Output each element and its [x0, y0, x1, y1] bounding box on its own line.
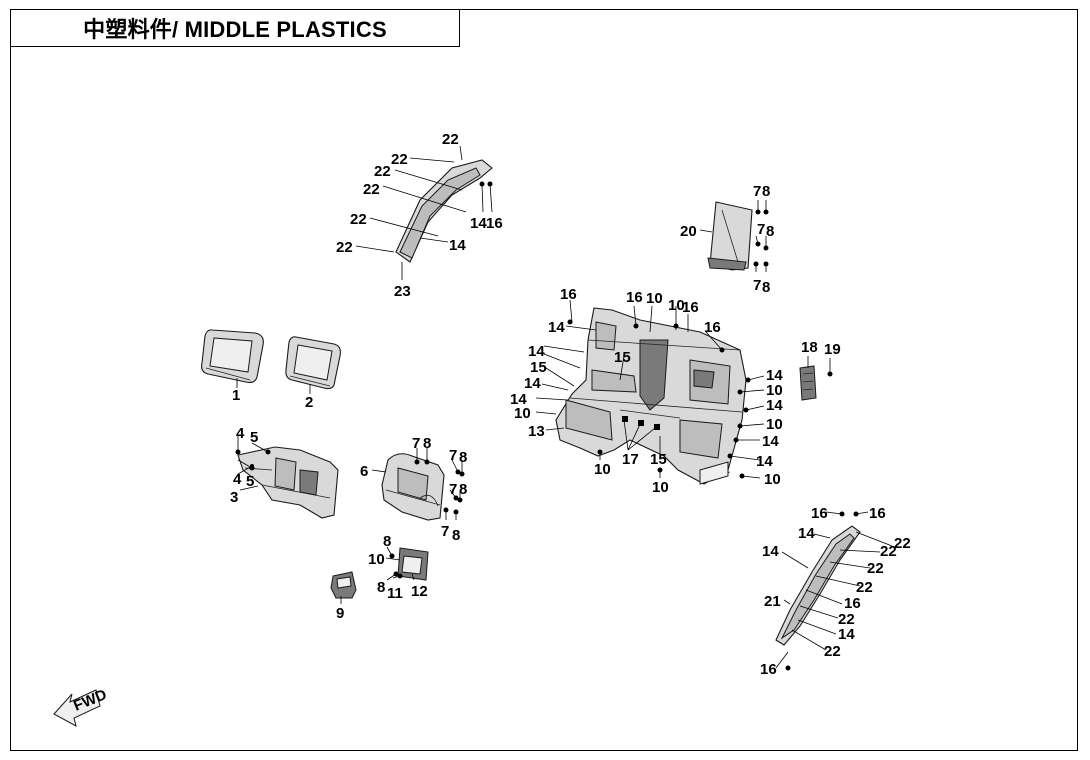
callout-20: 20 [680, 223, 697, 240]
callout-14: 14 [798, 525, 815, 542]
callout-8: 8 [459, 449, 467, 466]
callout-22: 22 [856, 579, 873, 596]
callout-16: 16 [704, 319, 721, 336]
callout-4: 4 [233, 471, 242, 488]
forward-direction-arrow: FWD [53, 686, 109, 727]
part-23-upper-rail [395, 159, 493, 263]
callout-7: 7 [441, 523, 449, 540]
callout-5: 5 [250, 429, 258, 446]
callout-17: 17 [622, 451, 639, 468]
callout-16: 16 [560, 286, 577, 303]
callout-7: 7 [449, 447, 457, 464]
callout-14: 14 [548, 319, 565, 336]
page-title: 中塑料件/ MIDDLE PLASTICS [83, 17, 387, 42]
callout-8: 8 [377, 579, 385, 596]
callout-7: 7 [412, 435, 420, 452]
callout-14: 14 [766, 397, 783, 414]
leader-lines [236, 145, 893, 669]
part-21-lower-rail [775, 525, 861, 646]
callout-14: 14 [449, 237, 466, 254]
callout-14: 14 [838, 626, 855, 643]
callout-14: 14 [470, 215, 487, 232]
diagram-frame [10, 9, 1078, 751]
callout-15: 15 [530, 359, 547, 376]
hardware-fasteners [235, 181, 859, 671]
callout-10: 10 [668, 297, 685, 314]
callout-14: 14 [762, 433, 779, 450]
callout-22: 22 [867, 560, 884, 577]
callout-8: 8 [459, 481, 467, 498]
callout-14: 14 [756, 453, 773, 470]
callout-18: 18 [801, 339, 818, 356]
callout-16: 16 [844, 595, 861, 612]
callout-16: 16 [682, 299, 699, 316]
callout-22: 22 [350, 211, 367, 228]
callout-7: 7 [753, 277, 761, 294]
callout-1: 1 [232, 387, 240, 404]
callout-2: 2 [305, 394, 313, 411]
callout-8: 8 [762, 279, 770, 296]
callout-10: 10 [652, 479, 669, 496]
part-12-bracket [397, 547, 429, 581]
callout-10: 10 [764, 471, 781, 488]
callout-15: 15 [650, 451, 667, 468]
callout-16: 16 [486, 215, 503, 232]
callout-10: 10 [514, 405, 531, 422]
part-9-switch-housing [330, 571, 357, 599]
callout-22: 22 [824, 643, 841, 660]
callout-8: 8 [766, 223, 774, 240]
callout-21: 21 [764, 593, 781, 610]
callout-16: 16 [760, 661, 777, 678]
callout-11: 11 [387, 585, 403, 602]
callout-22: 22 [880, 543, 897, 560]
part-6-console-cover [381, 453, 445, 521]
callout-7: 7 [449, 481, 457, 498]
callout-22: 22 [442, 131, 459, 148]
callout-22: 22 [391, 151, 408, 168]
callout-16: 16 [869, 505, 886, 522]
callout-7: 7 [753, 183, 761, 200]
callout-22: 22 [336, 239, 353, 256]
callout-4: 4 [236, 425, 245, 442]
part-20-bracket [707, 201, 753, 271]
part-3-side-panel [237, 446, 339, 519]
callout-22: 22 [838, 611, 855, 628]
callout-10: 10 [594, 461, 611, 478]
callout-14: 14 [528, 343, 545, 360]
callout-14: 14 [766, 367, 783, 384]
callout-8: 8 [762, 183, 770, 200]
part-2-lens-frame [285, 336, 341, 390]
callout-22: 22 [894, 535, 911, 552]
callout-3: 3 [230, 489, 238, 506]
callout-14: 14 [510, 391, 527, 408]
callout-labels: 1 2 4 5 4 5 3 6 7 8 7 8 7 8 7 8 8 10 8 1… [230, 131, 911, 678]
callout-22: 22 [363, 181, 380, 198]
callout-10: 10 [646, 290, 663, 307]
part-18-grip [799, 365, 817, 401]
central-floor-panel [555, 307, 747, 485]
callout-7: 7 [757, 221, 765, 238]
title-box: 中塑料件/ MIDDLE PLASTICS [10, 9, 460, 47]
callout-22: 22 [374, 163, 391, 180]
callout-16: 16 [811, 505, 828, 522]
callout-5: 5 [246, 473, 254, 490]
callout-23: 23 [394, 283, 411, 300]
callout-9: 9 [336, 605, 344, 622]
callout-14: 14 [762, 543, 779, 560]
callout-8: 8 [383, 533, 391, 550]
part-1-lens-frame [201, 329, 264, 383]
callout-6: 6 [360, 463, 368, 480]
callout-10: 10 [368, 551, 385, 568]
callout-15: 15 [614, 349, 631, 366]
callout-19: 19 [824, 341, 841, 358]
callout-10: 10 [766, 382, 783, 399]
callout-13: 13 [528, 423, 545, 440]
callout-8: 8 [423, 435, 431, 452]
callout-10: 10 [766, 416, 783, 433]
callout-16: 16 [626, 289, 643, 306]
callout-12: 12 [411, 583, 428, 600]
callout-8: 8 [452, 527, 460, 544]
callout-14: 14 [524, 375, 541, 392]
